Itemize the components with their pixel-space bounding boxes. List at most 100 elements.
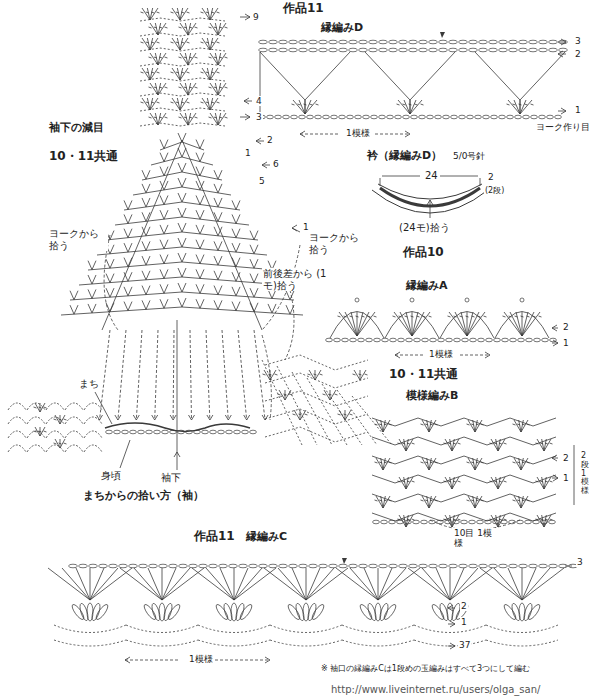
tall-stitch: [452, 439, 459, 451]
chain-stitch: [501, 520, 508, 524]
tall-stitch: [210, 23, 218, 35]
chart-label: ヨーク作り目: [535, 122, 591, 132]
tall-stitch: [215, 23, 218, 35]
stitch-tick: [201, 42, 204, 43]
chain-arch: [8, 445, 26, 452]
tall-stitch: [124, 243, 128, 252]
tall-stitch: [406, 515, 413, 527]
row-arrow: [240, 17, 250, 18]
tall-stitch: [74, 305, 78, 314]
tall-stitch: [88, 275, 92, 284]
tall-stitch: [475, 496, 482, 508]
stitch-tick: [159, 57, 162, 58]
chain-stitch: [485, 520, 492, 524]
tall-stitch: [70, 305, 74, 314]
chain-arch: [46, 417, 64, 424]
chain-stitch: [461, 520, 468, 524]
stitch-tick: [389, 424, 392, 425]
arrow-head: [427, 200, 433, 205]
chain-stitch: [477, 520, 484, 524]
scallop: [385, 312, 439, 339]
chain-stitch: [239, 564, 248, 568]
chain-stitch: [186, 430, 193, 434]
tall-stitch: [200, 140, 204, 149]
tall-stitch: [88, 261, 92, 270]
puff-stitch: [310, 603, 325, 621]
chain-stitch: [406, 338, 413, 342]
chain-stitch: [267, 115, 274, 119]
stitch-tick: [189, 27, 192, 28]
chain-stitch: [69, 564, 78, 568]
chain-stitch: [390, 338, 397, 342]
chain-stitch: [419, 40, 428, 44]
tall-stitch: [491, 439, 498, 451]
tall-stitch: [182, 268, 186, 277]
tall-stitch: [494, 568, 522, 600]
stitch-tick: [472, 316, 475, 317]
stitch-tick: [146, 72, 149, 73]
chain-stitch: [529, 40, 538, 44]
tall-stitch: [339, 312, 357, 336]
chain-stitch: [439, 40, 448, 44]
chain-stitch: [379, 40, 388, 44]
dimension-line: [300, 134, 340, 135]
stitch-tick: [154, 87, 157, 88]
tall-stitch: [404, 439, 406, 451]
stitch-tick: [149, 57, 152, 58]
stitch-tick: [217, 102, 220, 103]
stitch-tick: [214, 27, 217, 28]
tall-stitch: [182, 178, 186, 187]
tall-stitch: [142, 198, 146, 207]
chain-stitch: [194, 430, 201, 434]
row-arrow: [565, 566, 572, 567]
stitch-tick: [217, 12, 220, 13]
stitch-tick: [499, 481, 502, 482]
tall-stitch: [475, 52, 520, 100]
tall-stitch: [218, 300, 222, 309]
tall-stitch: [520, 52, 565, 100]
chain-stitch: [199, 564, 208, 568]
chart-label: 1模様: [345, 128, 371, 138]
arrow-head: [244, 415, 250, 420]
chevron-row: [142, 172, 222, 180]
tall-stitch: [202, 38, 210, 50]
stitch-tick: [411, 316, 414, 317]
tall-stitch: [177, 68, 180, 80]
tall-stitch: [521, 420, 528, 432]
row-arrow: [240, 117, 250, 118]
tall-stitch: [214, 184, 218, 193]
stitch-tick: [176, 102, 179, 103]
chain-stitch: [309, 564, 318, 568]
tall-stitch: [410, 52, 455, 100]
tall-stitch: [218, 23, 226, 35]
chain-stitch: [449, 48, 458, 52]
dimension-line: [440, 176, 478, 177]
stitch-tick: [359, 374, 362, 375]
stitch-tick: [179, 57, 182, 58]
chart-label: 1模様: [428, 349, 454, 359]
tall-stitch: [264, 568, 306, 600]
zigzag-row: [372, 456, 556, 464]
stitch-tick: [545, 443, 548, 444]
arrow-head: [97, 415, 103, 420]
chain-stitch: [299, 48, 308, 52]
chart-label: 5: [258, 176, 266, 186]
tall-stitch: [210, 68, 218, 80]
tall-stitch: [142, 98, 150, 110]
tall-stitch: [210, 98, 218, 110]
tall-stitch: [128, 272, 132, 281]
chain-stitch: [130, 430, 137, 434]
tall-stitch: [146, 271, 150, 280]
stitch-tick: [448, 316, 451, 317]
tall-stitch: [406, 312, 412, 336]
tall-stitch: [305, 100, 311, 114]
tall-stitch: [207, 68, 210, 80]
arrow-head: [262, 162, 267, 168]
chain-stitch: [399, 40, 408, 44]
tall-stitch: [88, 289, 92, 298]
tall-stitch: [160, 181, 164, 190]
tall-stitch: [475, 420, 482, 432]
tall-stitch: [473, 420, 475, 432]
tall-stitch: [450, 477, 452, 489]
chain-stitch: [334, 338, 341, 342]
